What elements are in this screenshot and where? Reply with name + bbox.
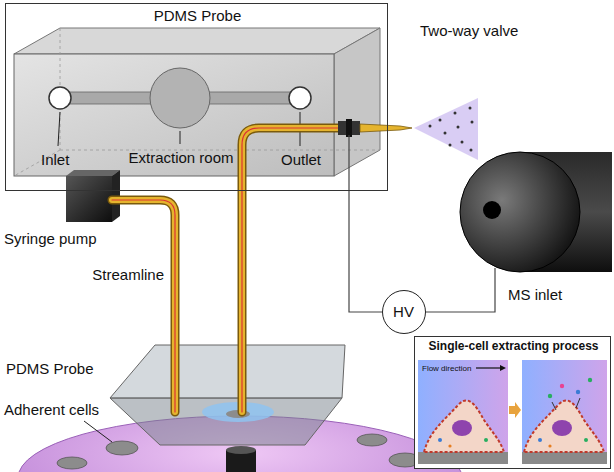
syringe-pump xyxy=(66,170,120,176)
part-label: Syringe pump xyxy=(4,230,97,247)
streamline-tube xyxy=(112,200,175,412)
mass-spectrometer xyxy=(460,152,612,272)
process-sketch xyxy=(448,444,451,447)
process-sketch xyxy=(522,452,607,464)
process-sketch xyxy=(424,400,504,452)
streamline-tube xyxy=(112,200,175,412)
process-sketch xyxy=(476,367,500,368)
streamline-tube xyxy=(112,200,175,412)
process-sketch xyxy=(452,420,472,436)
probe-sketch xyxy=(14,28,380,54)
probe-sketch xyxy=(289,87,311,109)
hv-wire xyxy=(349,135,382,312)
culture-dish xyxy=(84,421,112,442)
part-label: Outlet xyxy=(281,151,321,168)
hv-source: HV xyxy=(382,290,426,334)
culture-dish xyxy=(357,434,387,446)
valve-needle xyxy=(346,119,352,137)
process-sketch xyxy=(418,452,508,464)
process-sketch xyxy=(584,438,588,442)
objective-lens xyxy=(226,446,256,472)
electrospray xyxy=(429,125,432,128)
electrospray xyxy=(414,98,478,160)
electrospray xyxy=(449,144,452,147)
electrospray xyxy=(457,126,460,129)
inset-title: PDMS Probe xyxy=(154,7,242,24)
process-sketch xyxy=(522,360,607,464)
streamline-tube xyxy=(242,128,338,412)
inset-title: Single-cell extracting process xyxy=(428,340,598,354)
inset-panel: PDMS ProbeInlet Extraction room Outlet xyxy=(5,3,388,191)
hv-label: HV xyxy=(393,303,414,320)
process-sketch xyxy=(424,400,504,452)
process-sketch xyxy=(524,400,604,452)
part-label: Streamline xyxy=(92,266,164,283)
probe-sketch xyxy=(58,112,60,146)
part-label: MS inlet xyxy=(508,286,562,303)
part-label: PDMS Probe xyxy=(6,360,94,377)
probe-sketch xyxy=(334,28,380,176)
pdms-probe xyxy=(110,398,342,445)
part-label: Extraction room xyxy=(128,149,233,166)
streamline-tube xyxy=(242,128,338,412)
probe-sketch xyxy=(49,87,71,109)
process-sketch xyxy=(524,400,604,452)
pdms-probe xyxy=(110,345,345,445)
electrospray xyxy=(469,107,472,110)
culture-dish xyxy=(106,441,138,455)
electrospray xyxy=(414,98,478,160)
hv-wire xyxy=(426,268,495,312)
process-sketch xyxy=(576,398,580,408)
process-sketch xyxy=(552,420,572,436)
electrospray xyxy=(471,121,474,124)
flow-label: Flow direction xyxy=(422,364,471,373)
objective-lens xyxy=(226,446,256,454)
electrospray xyxy=(444,132,447,135)
electrospray xyxy=(454,112,457,115)
process-sketch xyxy=(560,384,564,388)
streamline-tube xyxy=(242,128,338,412)
electrospray xyxy=(461,141,464,144)
process-sketch xyxy=(509,402,521,418)
part-label: Adherent cells xyxy=(4,401,99,418)
pdms-probe xyxy=(110,345,345,398)
inset-panel: Single-cell extracting processFlow direc… xyxy=(414,336,611,469)
probe-sketch xyxy=(180,131,181,144)
process-sketch xyxy=(548,394,552,398)
probe-sketch xyxy=(14,54,334,176)
process-sketch xyxy=(552,402,556,410)
process-sketch xyxy=(438,438,442,442)
process-sketch xyxy=(538,438,542,442)
hv-wire xyxy=(349,135,495,312)
electrospray xyxy=(470,149,473,152)
probe-sketch xyxy=(6,4,387,190)
culture-dish xyxy=(57,457,87,469)
process-sketch xyxy=(418,360,508,464)
mass-spectrometer xyxy=(483,201,501,219)
part-label: Inlet xyxy=(41,151,69,168)
process-sketch xyxy=(415,337,610,468)
process-sketch xyxy=(500,365,506,371)
part-label: Two-way valve xyxy=(420,22,518,39)
process-sketch xyxy=(415,337,610,468)
process-sketch xyxy=(484,438,488,442)
probe-sketch xyxy=(6,4,387,190)
valve-needle xyxy=(360,124,412,132)
process-sketch xyxy=(576,390,580,394)
process-sketch xyxy=(588,378,592,382)
electrospray xyxy=(439,119,442,122)
mass-spectrometer xyxy=(460,152,580,272)
probe-sketch xyxy=(150,68,210,128)
process-sketch xyxy=(548,444,551,447)
syringe-pump xyxy=(66,176,112,222)
valve-needle xyxy=(338,119,412,137)
